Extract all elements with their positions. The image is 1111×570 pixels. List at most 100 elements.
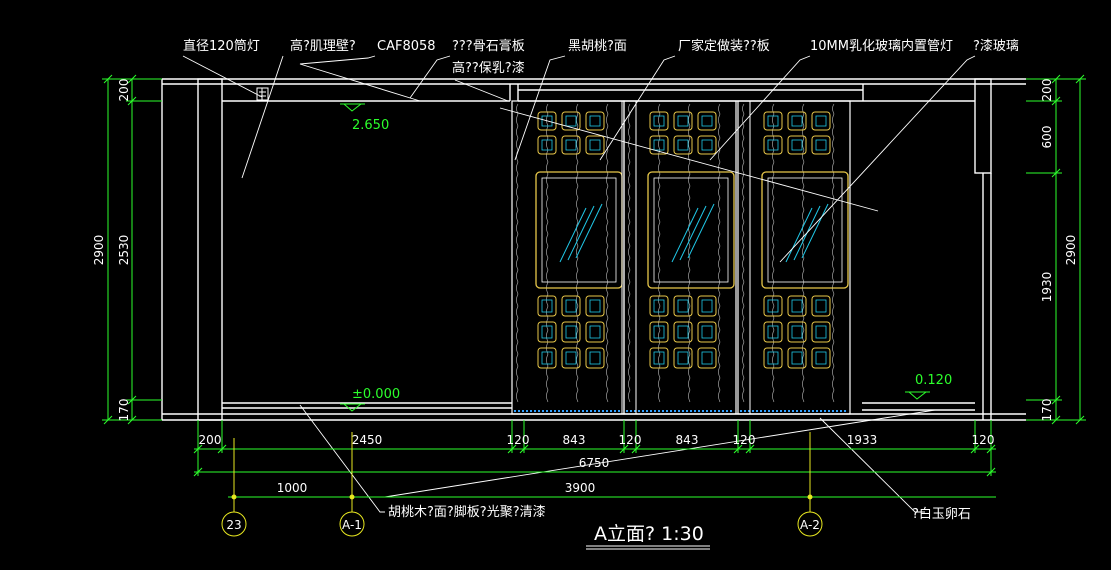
glass-reflection-line bbox=[671, 207, 699, 263]
dim-left-part-1: 200 bbox=[117, 79, 131, 102]
dim-bottom-9: 120 bbox=[972, 433, 995, 447]
panel-tile bbox=[787, 295, 807, 317]
panel-tile-inner bbox=[767, 115, 779, 127]
level-marker-floor: ±0.000 bbox=[340, 387, 400, 412]
panel-tile-inner bbox=[767, 299, 779, 313]
wood-grain-line bbox=[688, 103, 691, 403]
panel-tile bbox=[649, 135, 669, 155]
panel-mirror bbox=[767, 177, 843, 283]
downlight-icon bbox=[256, 87, 269, 101]
dim-bottom-total: 6750 bbox=[579, 456, 610, 470]
axis-lines bbox=[221, 432, 823, 537]
panel-tile bbox=[561, 135, 581, 155]
panel-tile-inner bbox=[767, 325, 779, 339]
panel-tile bbox=[649, 347, 669, 369]
dim-right-part-4: 170 bbox=[1040, 399, 1054, 422]
wood-grain-line bbox=[628, 103, 631, 403]
annotations: 直径120筒灯 高?肌理壁? CAF8058 ???骨石膏板 高??保乳?漆 黑… bbox=[183, 38, 1019, 522]
dimension-left bbox=[102, 74, 162, 425]
panel-tile bbox=[537, 321, 557, 343]
panel-mirror-frame bbox=[647, 171, 735, 289]
level-floor-label: ±0.000 bbox=[352, 387, 400, 402]
glass-reflection-line bbox=[567, 205, 595, 261]
annotation-skirting: 胡桃木?面?脚板?光聚?清漆 bbox=[388, 504, 546, 520]
level-marker-ceiling: 2.650 bbox=[340, 103, 389, 133]
axis-bubble-a1: A-1 bbox=[342, 518, 362, 532]
panel-tile-inner bbox=[653, 351, 665, 365]
dim-left-total: 2900 bbox=[92, 235, 106, 266]
wood-grain-line bbox=[516, 103, 519, 403]
panel-tile bbox=[811, 347, 831, 369]
annotation-gypsum-board: ???骨石膏板 bbox=[452, 38, 525, 54]
panel-tile bbox=[585, 135, 605, 155]
panel-tile-inner bbox=[815, 139, 827, 151]
panel-mirror-frame bbox=[761, 171, 849, 289]
wood-grain-line bbox=[718, 103, 721, 403]
glass-reflection-line bbox=[801, 203, 829, 259]
dim-axis-2: 3900 bbox=[565, 481, 596, 495]
panel-tile-inner bbox=[701, 115, 713, 127]
dim-bottom-3: 120 bbox=[507, 433, 530, 447]
panel-tile bbox=[697, 295, 717, 317]
panel-tile bbox=[561, 295, 581, 317]
dim-bottom-8: 1933 bbox=[847, 433, 878, 447]
panel-tile bbox=[697, 321, 717, 343]
wood-grain-line bbox=[832, 103, 835, 403]
panel-tile bbox=[673, 295, 693, 317]
panel-tile bbox=[697, 111, 717, 131]
annotation-wallpaper-code: CAF8058 bbox=[377, 39, 436, 54]
level-marker-stone: 0.120 bbox=[905, 373, 952, 400]
panel-tile-inner bbox=[701, 325, 713, 339]
panel-tile-inner bbox=[541, 325, 553, 339]
panel-tile bbox=[585, 347, 605, 369]
panel-tile-inner bbox=[589, 299, 601, 313]
leader-lines bbox=[182, 55, 976, 513]
panel-tile bbox=[763, 347, 783, 369]
panel-tile bbox=[673, 347, 693, 369]
panel-tile bbox=[763, 295, 783, 317]
panel-tile bbox=[811, 135, 831, 155]
panel-group bbox=[511, 100, 851, 415]
annotation-walnut-face: 黑胡桃?面 bbox=[568, 39, 627, 54]
annotation-custom-panel: 厂家定做装??板 bbox=[678, 38, 770, 54]
panel-tile bbox=[561, 347, 581, 369]
panel-tile bbox=[537, 111, 557, 131]
dim-right-part-1: 200 bbox=[1040, 79, 1054, 102]
glass-reflection-line bbox=[785, 207, 813, 263]
panel-tile-inner bbox=[589, 115, 601, 127]
panel-tile bbox=[673, 111, 693, 131]
panel-tile bbox=[585, 111, 605, 131]
panel-tile-inner bbox=[791, 325, 803, 339]
panel-tile-inner bbox=[677, 325, 689, 339]
panel-tile bbox=[649, 295, 669, 317]
level-stone-label: 0.120 bbox=[915, 373, 952, 388]
annotation-latex-paint: 高??保乳?漆 bbox=[452, 60, 525, 76]
wood-grain-line bbox=[772, 103, 775, 403]
panel-tile-inner bbox=[565, 139, 577, 151]
panel-tile bbox=[763, 135, 783, 155]
panel-tile-inner bbox=[541, 139, 553, 151]
panel-tile-inner bbox=[791, 299, 803, 313]
panel-tile bbox=[787, 347, 807, 369]
panel-tile-inner bbox=[677, 299, 689, 313]
panel-tile-inner bbox=[653, 139, 665, 151]
panel-tile-inner bbox=[565, 299, 577, 313]
panel-tile bbox=[811, 111, 831, 131]
panel-tile-inner bbox=[791, 115, 803, 127]
dim-left-part-3: 170 bbox=[117, 399, 131, 422]
annotation-pebble-stone: ?白玉卵石 bbox=[912, 506, 971, 522]
dim-right-total: 2900 bbox=[1064, 235, 1078, 266]
dimension-bottom-labels: 200 2450 120 843 120 843 120 1933 120 67… bbox=[199, 433, 995, 495]
dim-bottom-7: 120 bbox=[733, 433, 756, 447]
panel-tile bbox=[763, 321, 783, 343]
dim-bottom-6: 843 bbox=[676, 433, 699, 447]
panel-tile-inner bbox=[565, 115, 577, 127]
dimension-bottom bbox=[193, 420, 996, 498]
panel-tile bbox=[673, 321, 693, 343]
panel-tile-inner bbox=[677, 351, 689, 365]
panel-mirror-frame bbox=[535, 171, 623, 289]
panel-tile-inner bbox=[565, 351, 577, 365]
wood-grain-line bbox=[802, 103, 805, 403]
panel-tile bbox=[811, 321, 831, 343]
dim-bottom-2: 2450 bbox=[352, 433, 383, 447]
